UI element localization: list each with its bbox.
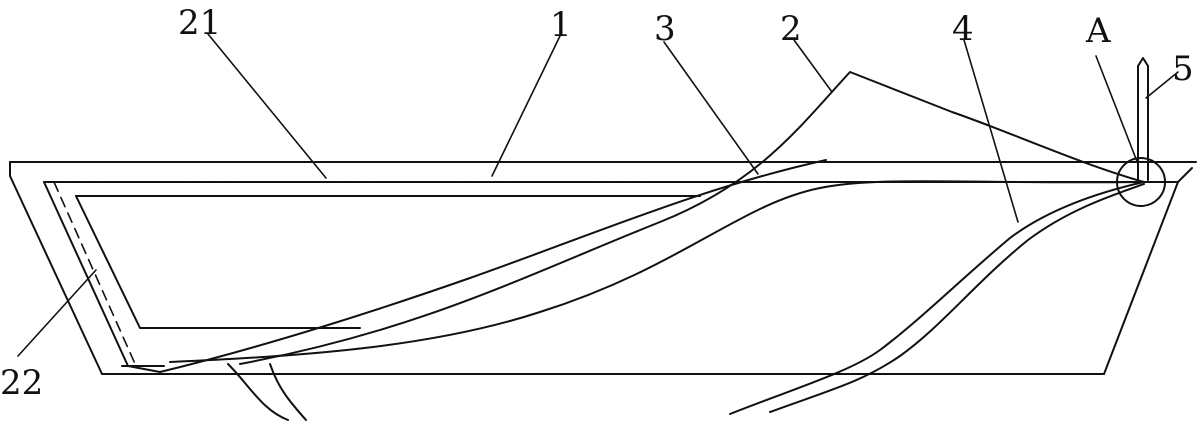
label-1: 1 <box>550 5 572 45</box>
leader-21 <box>207 33 327 179</box>
detail-circle-a <box>1116 157 1166 207</box>
part-5-tip <box>1137 57 1149 67</box>
label-22: 22 <box>0 363 43 403</box>
leader-a <box>1095 55 1139 165</box>
label-21: 21 <box>178 3 221 43</box>
label-a: A <box>1085 11 1111 51</box>
bottom-left-wire-2 <box>269 363 307 421</box>
bottom-left-wire-1 <box>227 363 289 421</box>
leader-22 <box>17 269 97 357</box>
part-3-outline <box>169 180 1141 363</box>
part-2-outline <box>239 71 1145 365</box>
leader-3 <box>663 41 759 175</box>
left-side-inner-line <box>43 181 161 373</box>
lower-long-curve <box>159 159 827 373</box>
panel-1-left-edge <box>75 195 361 329</box>
part-4-inner-curve <box>769 183 1145 413</box>
label-4: 4 <box>952 9 974 49</box>
label-5: 5 <box>1172 49 1194 89</box>
label-2: 2 <box>780 9 802 49</box>
outer-left-edge <box>9 161 103 375</box>
dashed-line-22 <box>53 181 137 367</box>
label-3: 3 <box>654 9 676 49</box>
leader-4 <box>963 39 1019 223</box>
leader-1 <box>491 35 561 177</box>
part-4-outer-curve <box>729 181 1145 415</box>
leader-2 <box>793 39 833 93</box>
outer-right-edge <box>1103 167 1193 375</box>
leader-5 <box>1145 71 1179 99</box>
